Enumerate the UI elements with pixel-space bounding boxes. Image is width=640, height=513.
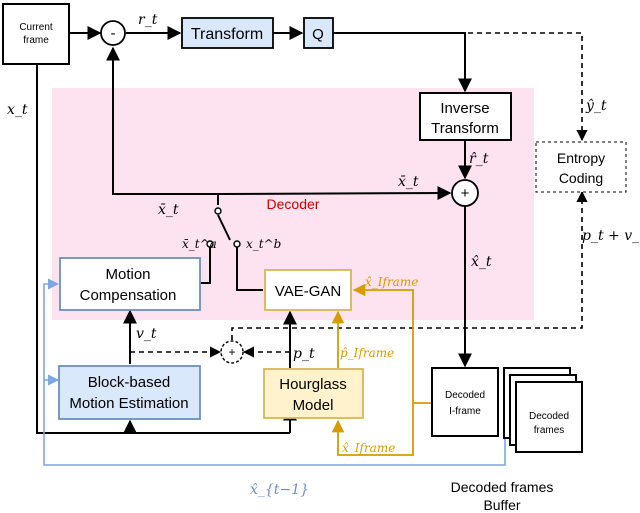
add-node-main: +	[451, 179, 479, 207]
transform-label: Transform	[191, 26, 263, 43]
decoded-iframe-label-1: Decoded	[445, 390, 485, 401]
inverse-transform-label-1: Inverse	[440, 100, 489, 117]
motion-estimation-label-2: Motion Estimation	[69, 395, 188, 412]
decoder-label: Decoder	[267, 196, 320, 212]
quantizer-block: Q	[303, 17, 334, 49]
transform-block: Transform	[181, 17, 274, 49]
blue-feedback-line	[43, 278, 506, 466]
label-p-hat-iframe: p̂_Iframe	[340, 346, 394, 360]
current-frame-label-2: frame	[23, 35, 49, 46]
label-p-plus-v: p_t + v_t	[582, 228, 640, 244]
hourglass-label-2: Model	[293, 397, 334, 414]
decoded-iframe-block: Decoded I-frame	[431, 367, 499, 437]
quantizer-label: Q	[312, 26, 324, 43]
label-x-bar-t-left: x̄_t	[158, 202, 179, 218]
buffer-caption-2: Buffer	[483, 497, 520, 513]
entropy-coding-label-1: Entropy	[557, 150, 605, 166]
entropy-coding-block: Entropy Coding	[535, 141, 627, 193]
inverse-transform-label-2: Transform	[431, 120, 499, 137]
current-frame-label-1: Current	[19, 22, 53, 33]
buffer-caption-1: Decoded frames	[451, 479, 554, 495]
label-x-bar-t-top: x̄_t	[398, 174, 419, 190]
math-labels: r_t x_t ŷ_t r̂_t x̄_t x̄_t x̄_t^a x_t^b …	[7, 12, 640, 498]
plus-sign-motion: +	[228, 345, 235, 359]
hourglass-label-1: Hourglass	[279, 376, 347, 393]
label-x-hat-iframe-vae: x̂_Iframe	[365, 275, 418, 289]
label-x-hat-iframe-bottom: x̂_Iframe	[342, 441, 395, 455]
decoded-frames-label-2: frames	[534, 425, 565, 436]
add-node-motion: +	[220, 340, 244, 364]
connection-lines	[36, 26, 472, 434]
plus-sign-main: +	[461, 185, 470, 202]
label-p-t: p_t	[293, 346, 315, 362]
motion-compensation-block: Motion Compensation	[59, 257, 201, 311]
label-x-hat-prev: x̂_{t−1}	[250, 482, 309, 498]
vae-gan-label: VAE-GAN	[275, 283, 341, 300]
entropy-coding-label-2: Coding	[559, 170, 603, 186]
motion-estimation-block: Block-based Motion Estimation	[58, 365, 201, 420]
label-r-hat-t: r̂_t	[469, 151, 489, 167]
vae-gan-block: VAE-GAN	[264, 269, 352, 311]
decoded-frames-label-1: Decoded	[529, 411, 569, 422]
motion-compensation-label-1: Motion	[105, 266, 150, 283]
label-r-t: r_t	[138, 12, 158, 28]
orange-lines	[331, 283, 432, 456]
label-x-hat-t: x̂_t	[471, 254, 492, 270]
label-x-t: x_t	[7, 102, 28, 118]
decoded-iframe-label-2: I-frame	[449, 406, 481, 417]
decoded-frames-stack: Decoded frames	[503, 367, 583, 453]
hourglass-model-block: Hourglass Model	[263, 368, 364, 419]
label-v-t: v_t	[136, 326, 157, 342]
label-x-b: x_t^b	[246, 237, 281, 251]
switch	[206, 207, 241, 248]
subtract-node: -	[100, 20, 126, 46]
current-frame-block: Current frame	[2, 3, 70, 65]
motion-compensation-label-2: Compensation	[80, 287, 177, 304]
motion-estimation-label-1: Block-based	[88, 374, 171, 391]
dashed-lines	[130, 32, 588, 358]
inverse-transform-block: Inverse Transform	[419, 92, 512, 141]
label-x-bar-a: x̄_t^a	[182, 237, 217, 251]
label-y-hat-t: ŷ_t	[585, 97, 607, 114]
minus-sign: -	[111, 25, 116, 42]
